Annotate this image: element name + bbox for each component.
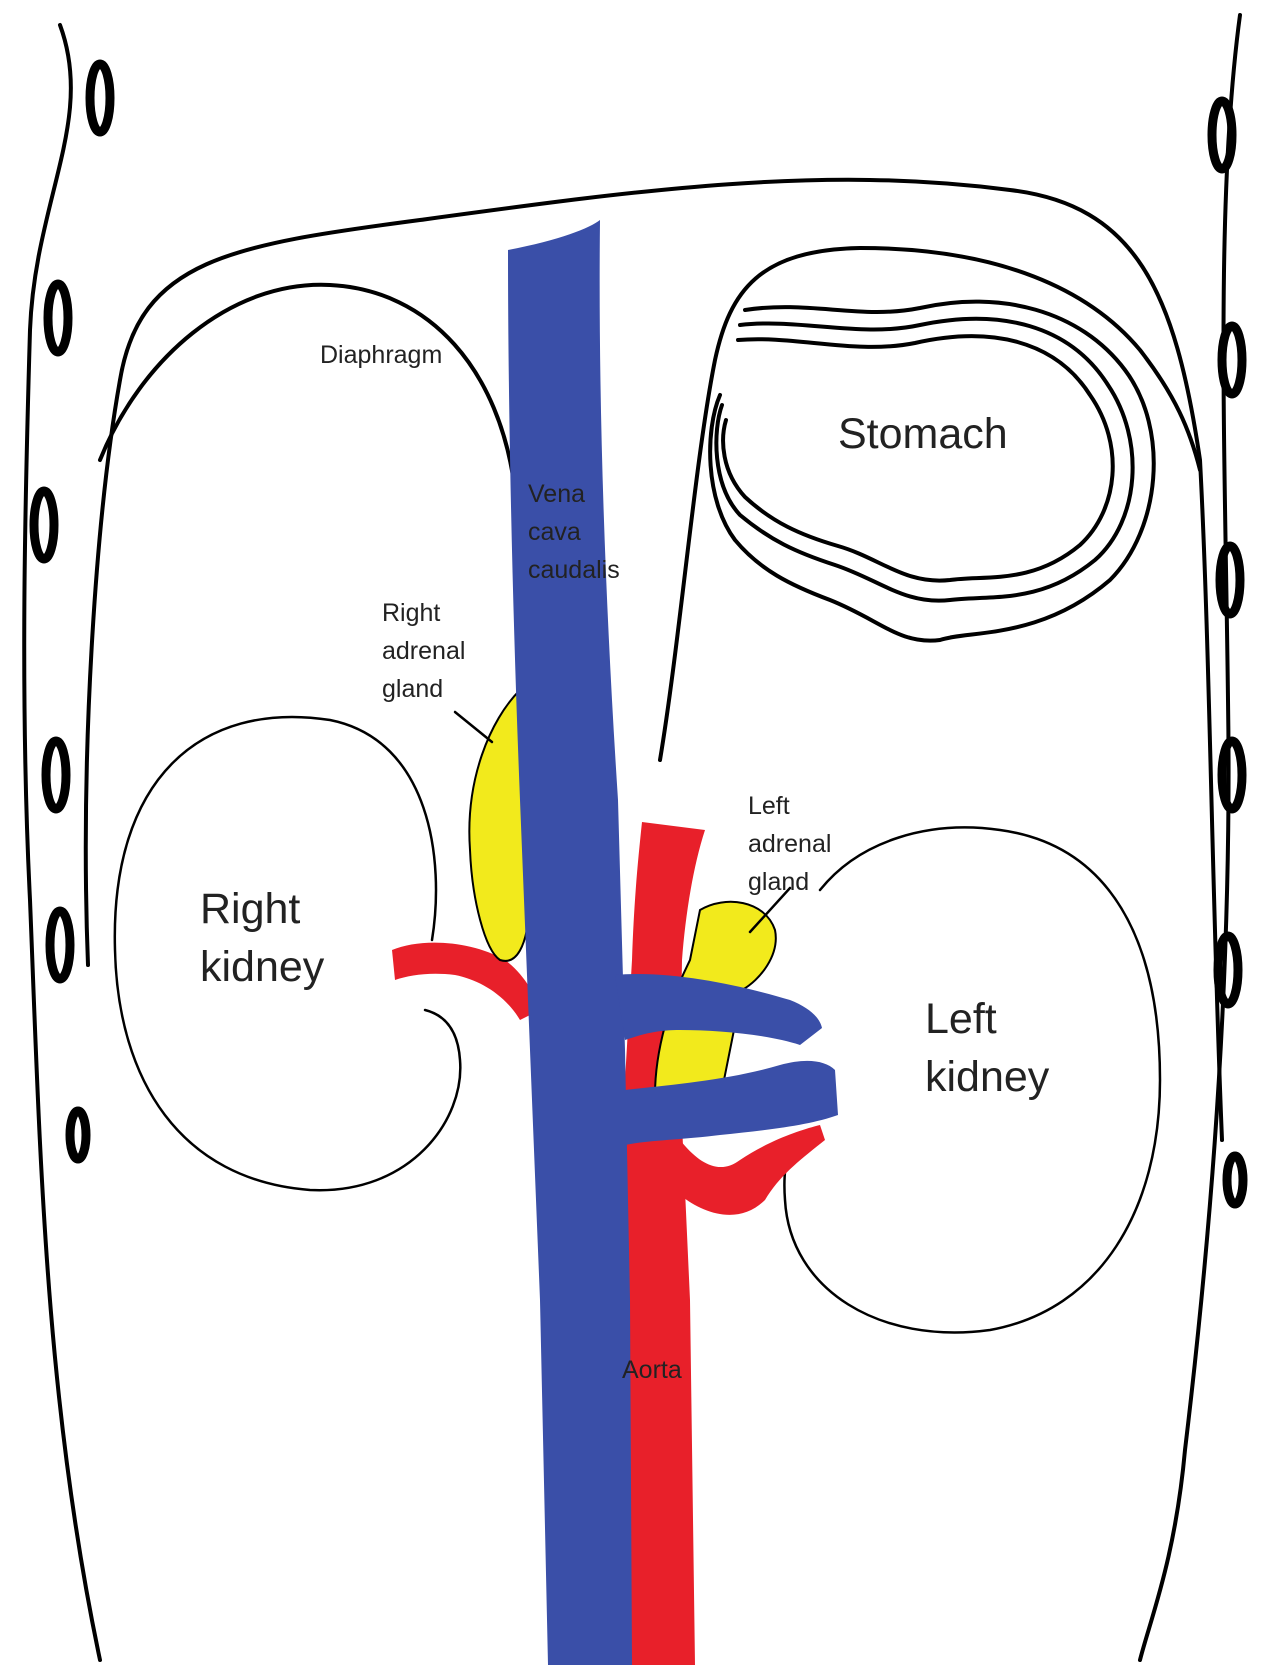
right-kidney-label-line-2: kidney bbox=[200, 943, 325, 991]
right-adrenal-label-line-2: adrenal bbox=[382, 637, 465, 665]
vena-cava-label: Vena cava caudalis bbox=[528, 480, 620, 584]
left-adrenal-label-line-1: Left bbox=[748, 792, 790, 820]
right-kidney-label-line-1: Right bbox=[200, 885, 300, 933]
aorta-label: Aorta bbox=[622, 1356, 682, 1384]
right-body-wall bbox=[1140, 15, 1240, 1660]
diaphragm-label: Diaphragm bbox=[320, 341, 442, 369]
right-adrenal-label-line-1: Right bbox=[382, 599, 440, 627]
left-adrenal-label-line-2: adrenal bbox=[748, 830, 831, 858]
left-adrenal-label-line-3: gland bbox=[748, 868, 809, 896]
vena-cava-label-line-1: Vena bbox=[528, 480, 585, 508]
left-kidney-label-line-2: kidney bbox=[925, 1053, 1050, 1101]
right-adrenal-label-line-3: gland bbox=[382, 675, 443, 703]
right-adrenal-gland-label: Right adrenal gland bbox=[382, 599, 472, 703]
left-kidney-label-line-1: Left bbox=[925, 995, 997, 1043]
left-adrenal-gland-label: Left adrenal gland bbox=[748, 792, 838, 896]
right-kidney-label: Right kidney bbox=[200, 885, 325, 991]
vena-cava-label-line-3: caudalis bbox=[528, 556, 620, 584]
right-adrenal-pointer bbox=[455, 712, 492, 742]
left-kidney-label: Left kidney bbox=[925, 995, 1050, 1101]
stomach-label: Stomach bbox=[838, 410, 1008, 458]
vena-cava-label-line-2: cava bbox=[528, 518, 581, 546]
stomach-outline bbox=[660, 248, 1200, 760]
left-body-wall bbox=[24, 25, 100, 1660]
